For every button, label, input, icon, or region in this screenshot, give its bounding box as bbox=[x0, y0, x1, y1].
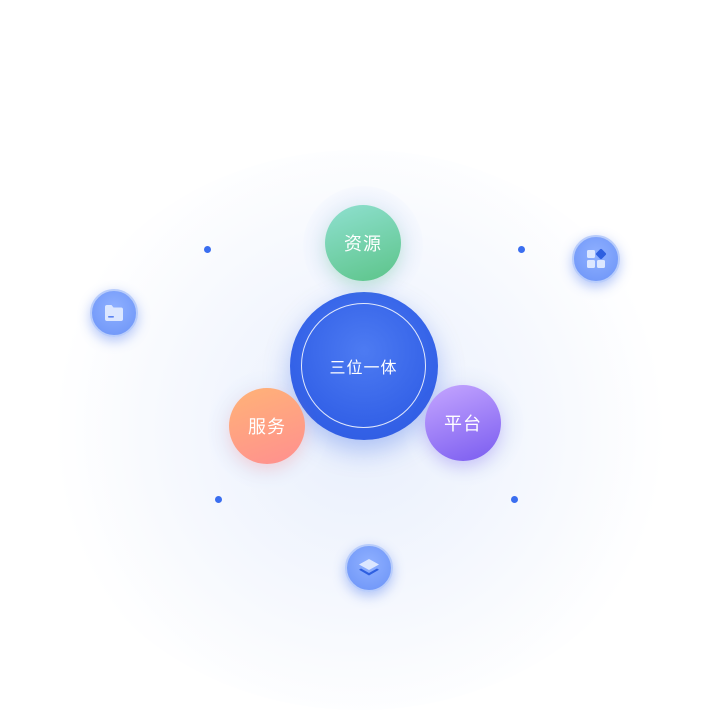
folder-badge bbox=[90, 289, 138, 337]
service-node: 服务 bbox=[229, 388, 305, 464]
core-label: 三位一体 bbox=[329, 357, 398, 377]
folder-icon bbox=[105, 305, 123, 321]
dot-top-left bbox=[204, 246, 211, 253]
resource-label: 资源 bbox=[344, 234, 382, 255]
core-ring: 三位一体 bbox=[301, 303, 426, 428]
platform-node: 平台 bbox=[425, 385, 501, 461]
apps-badge bbox=[572, 235, 620, 283]
core-circle: 三位一体 bbox=[290, 292, 438, 440]
dot-top-right bbox=[518, 246, 525, 253]
dot-bottom-left bbox=[215, 496, 222, 503]
service-label: 服务 bbox=[248, 417, 286, 438]
resource-node: 资源 bbox=[325, 205, 401, 281]
apps-grid-icon bbox=[587, 248, 607, 268]
layers-badge bbox=[345, 544, 393, 592]
layers-icon bbox=[359, 559, 379, 576]
platform-label: 平台 bbox=[444, 414, 482, 435]
dot-bottom-right bbox=[511, 496, 518, 503]
